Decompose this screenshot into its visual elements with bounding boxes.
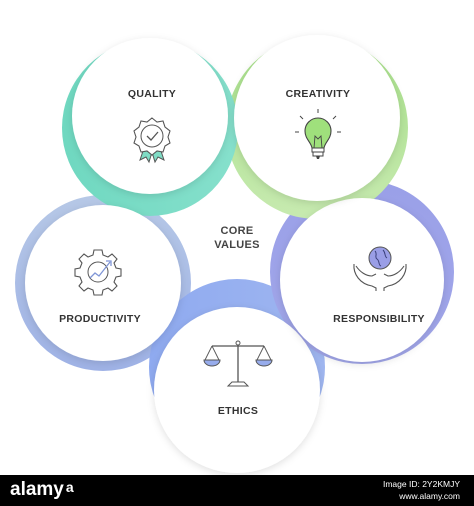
- value-quality: QUALITY: [128, 88, 176, 164]
- hands-globe-icon: [353, 246, 407, 291]
- value-label-creativity: CREATIVITY: [286, 88, 351, 100]
- value-productivity: PRODUCTIVITY: [59, 249, 141, 325]
- core-values-diagram: CORE VALUES QUALITY CREATIVITY RES: [15, 35, 454, 473]
- quality-badge-icon: [133, 117, 171, 164]
- diagram-canvas: CORE VALUES QUALITY CREATIVITY RES: [15, 35, 454, 473]
- value-label-responsibility: RESPONSIBILITY: [333, 313, 425, 325]
- value-label-ethics: ETHICS: [218, 405, 258, 417]
- center-label-line2: VALUES: [214, 239, 260, 251]
- value-creativity: CREATIVITY: [286, 88, 351, 159]
- image-id-label: Image ID: 2Y2KMJY: [382, 479, 460, 489]
- value-responsibility: RESPONSIBILITY: [333, 246, 425, 325]
- value-label-quality: QUALITY: [128, 88, 176, 100]
- lightbulb-icon: [295, 109, 341, 159]
- site-url: www.alamy.com: [399, 491, 460, 501]
- disc-ethics: [154, 307, 320, 473]
- image-info: Image ID: 2Y2KMJY www.alamy.com: [383, 478, 460, 502]
- value-label-productivity: PRODUCTIVITY: [59, 313, 141, 325]
- brand-mark-icon: a: [65, 479, 74, 495]
- balance-scale-icon: [203, 340, 273, 387]
- brand-name: alamy: [10, 479, 64, 500]
- value-ethics: ETHICS: [203, 340, 273, 417]
- disc-responsibility: [280, 198, 444, 362]
- center-label-line1: CORE: [221, 225, 254, 237]
- disc-quality: [72, 38, 228, 194]
- gear-growth-icon: [74, 249, 122, 296]
